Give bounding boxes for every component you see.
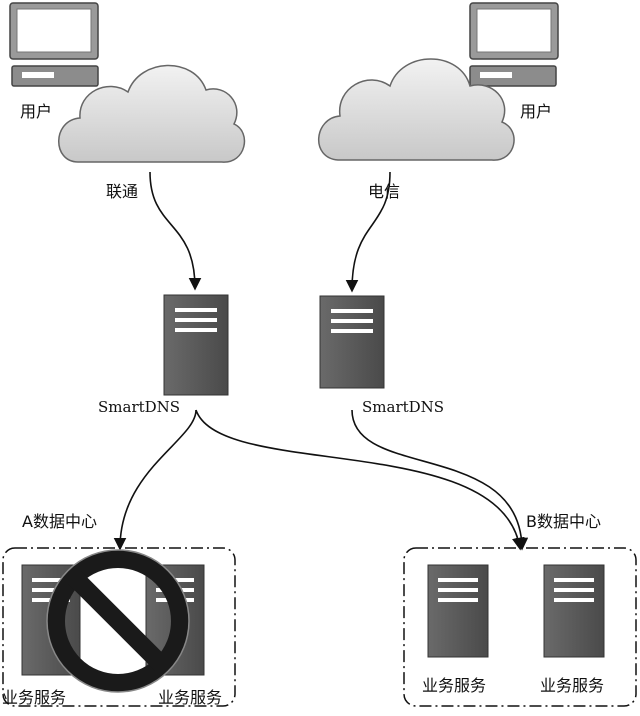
link-telecom-to-dns — [345, 171, 391, 293]
left-user-label: 用户 — [20, 102, 53, 121]
left-cloud-icon — [58, 64, 246, 163]
datacenter-b-box — [403, 547, 637, 707]
left-computer-icon — [9, 2, 99, 87]
telecom-label: 电信 — [368, 182, 401, 201]
unicom-label: 联通 — [106, 182, 139, 201]
prohibited-icon — [46, 549, 190, 693]
link-unicom-to-dns — [149, 171, 202, 291]
right-dns-server-icon — [319, 295, 385, 389]
connection-lines — [113, 171, 529, 551]
right-user-label: 用户 — [520, 102, 553, 121]
datacenter-a-box — [2, 547, 236, 707]
left-dns-label: SmartDNS — [98, 398, 181, 416]
datacenter-b-server-1-label: 业务服务 — [422, 676, 487, 695]
link-dns-left-to-b — [195, 409, 525, 551]
datacenter-a-server-1-label: 业务服务 — [2, 688, 67, 707]
datacenter-a-label: A数据中心 — [22, 512, 97, 531]
link-dns-left-to-a — [113, 409, 197, 551]
datacenter-b-server-1-icon — [427, 564, 489, 658]
datacenter-b-server-2-icon — [543, 564, 605, 658]
datacenter-b-label: B数据中心 — [526, 512, 601, 531]
datacenter-b-server-2-label: 业务服务 — [540, 676, 605, 695]
link-dns-right-to-b — [351, 409, 529, 551]
right-dns-label: SmartDNS — [362, 398, 445, 416]
left-dns-server-icon — [163, 294, 229, 396]
right-computer-icon — [469, 2, 559, 87]
datacenter-a-server-2-label: 业务服务 — [158, 688, 223, 707]
right-cloud-icon — [318, 58, 515, 161]
